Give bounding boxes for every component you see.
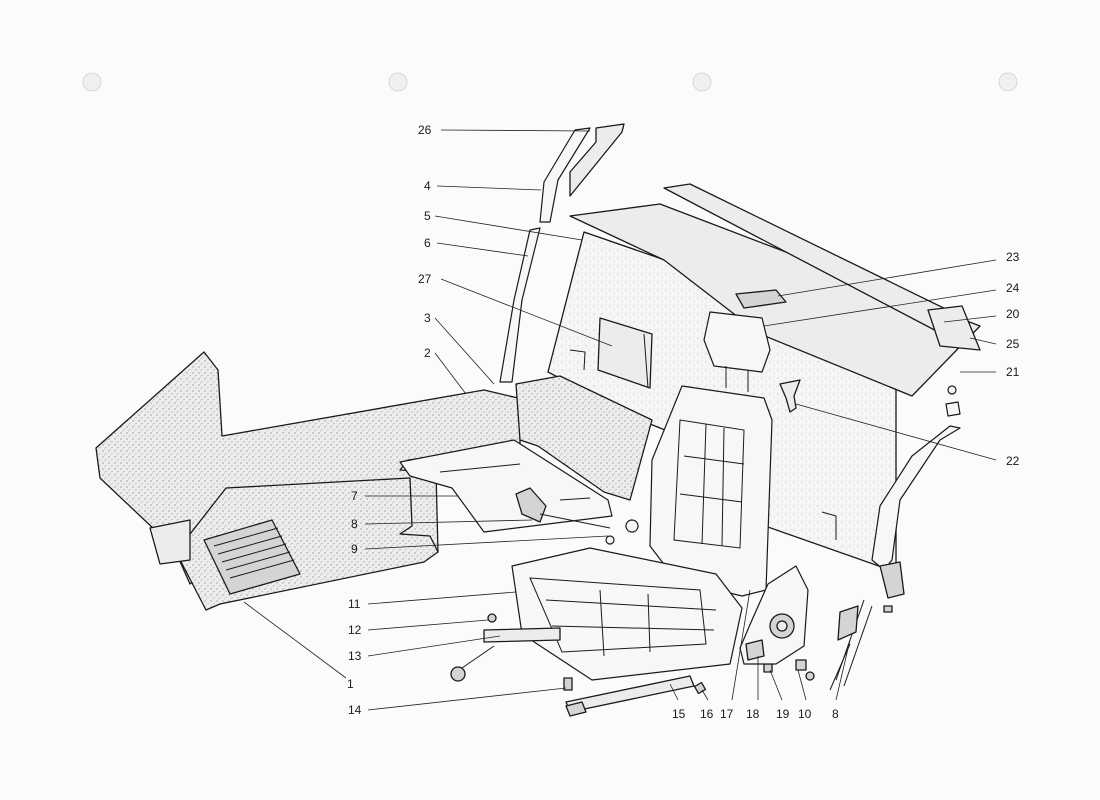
- storage-pocket: [597, 317, 653, 389]
- callout-label: 22: [1006, 454, 1020, 468]
- callout-9: 9: [351, 535, 609, 556]
- callout-16: 16: [700, 689, 714, 721]
- seat-backrest: [649, 385, 773, 597]
- callout-label: 2: [424, 346, 431, 360]
- callout-13: 13: [348, 635, 501, 663]
- callout-22: 22: [795, 403, 1020, 468]
- callout-label: 26: [418, 123, 432, 137]
- recliner-mechanism: [739, 565, 809, 665]
- callout-8-belt: 8: [832, 639, 851, 721]
- callout-label: 12: [348, 623, 362, 637]
- callout-10: 10: [797, 669, 812, 721]
- callout-label: 16: [700, 707, 714, 721]
- callout-15: 15: [669, 683, 686, 721]
- callout-23: 23: [777, 250, 1020, 297]
- upper-pillar-trim: [539, 123, 625, 223]
- pillar-trim: [499, 227, 541, 383]
- callout-label: 15: [672, 707, 686, 721]
- callout-11: 11: [348, 591, 517, 611]
- callout-4: 4: [424, 179, 542, 193]
- callout-6: 6: [424, 236, 529, 257]
- callout-26: 26: [418, 123, 591, 137]
- callout-19: 19: [769, 669, 790, 721]
- callout-17: 17: [720, 589, 751, 721]
- callout-label: 6: [424, 236, 431, 250]
- seat-slide-rail-right: [565, 675, 695, 717]
- callout-3: 3: [424, 311, 495, 385]
- callout-label: 11: [348, 597, 361, 611]
- callout-24: 24: [763, 281, 1020, 327]
- callout-label: 8: [351, 517, 358, 531]
- tunnel-cover: [399, 439, 613, 533]
- callout-label: 27: [418, 272, 432, 286]
- callout-label: 3: [424, 311, 431, 325]
- callout-12: 12: [348, 619, 489, 637]
- headrest: [703, 311, 771, 392]
- callout-label: 18: [746, 707, 760, 721]
- callout-label: 25: [1006, 337, 1020, 351]
- callout-2: 2: [424, 346, 467, 395]
- seat-cushion: [511, 547, 743, 681]
- callout-7: 7: [351, 489, 458, 503]
- callout-label: 10: [798, 707, 812, 721]
- callout-label: 7: [351, 489, 358, 503]
- callout-label: 5: [424, 209, 431, 223]
- callout-18: 18: [746, 656, 760, 721]
- rear-parcel-shelf: [569, 183, 981, 397]
- callout-14: 14: [348, 687, 567, 717]
- callout-label: 1: [347, 677, 354, 691]
- callout-5: 5: [424, 209, 583, 241]
- callout-label: 4: [424, 179, 431, 193]
- callout-label: 13: [348, 649, 362, 663]
- callout-label: 24: [1006, 281, 1020, 295]
- seat-slide-rail-left: [450, 627, 561, 682]
- callout-label: 20: [1006, 307, 1020, 321]
- callout-label: 19: [776, 707, 790, 721]
- callout-label: 23: [1006, 250, 1020, 264]
- callout-label: 17: [720, 707, 734, 721]
- callout-label: 9: [351, 542, 358, 556]
- trim-clip: [779, 379, 801, 413]
- callout-8-buckle: 8: [351, 517, 533, 531]
- callout-label: 14: [348, 703, 362, 717]
- binder-holes: [82, 72, 1018, 92]
- callout-25: 25: [969, 337, 1020, 351]
- callout-27: 27: [418, 272, 613, 347]
- seat-belt-buckle: [515, 487, 639, 545]
- callout-20: 20: [943, 307, 1020, 323]
- fasteners: [487, 605, 893, 695]
- callout-1: 1: [243, 601, 354, 691]
- callout-label: 8: [832, 707, 839, 721]
- footwell-mat: [149, 477, 439, 611]
- callout-21: 21: [960, 365, 1020, 379]
- callout-label: 21: [1006, 365, 1020, 379]
